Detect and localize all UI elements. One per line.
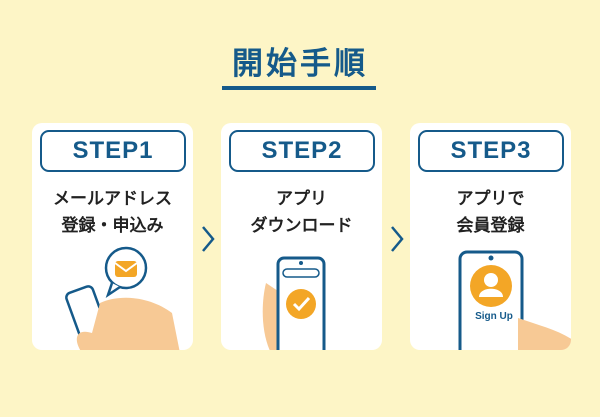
phone-signup-icon — [458, 250, 571, 350]
step-description: アプリダウンロード — [250, 189, 353, 236]
step-description: アプリで会員登録 — [456, 189, 525, 236]
sign-up-button: Sign Up — [475, 311, 513, 322]
step-label: STEP3 — [418, 130, 564, 172]
step-card-3: STEP3 アプリで会員登録 Sign Up — [410, 123, 571, 350]
chevron-right-icon — [202, 226, 215, 252]
phone-mail-icon — [65, 246, 180, 350]
step-description: メールアドレス登録・申込み — [53, 189, 172, 236]
chevron-right-icon — [391, 226, 404, 252]
step-label: STEP2 — [229, 130, 375, 172]
page-title: 開始手順 — [232, 46, 368, 82]
step-card-2: STEP2 アプリダウンロード — [221, 123, 382, 350]
phone-download-icon — [262, 256, 326, 350]
step-card-1: STEP1 メールアドレス登録・申込み — [32, 123, 193, 350]
title-underline — [222, 86, 376, 90]
step-label: STEP1 — [40, 130, 186, 172]
